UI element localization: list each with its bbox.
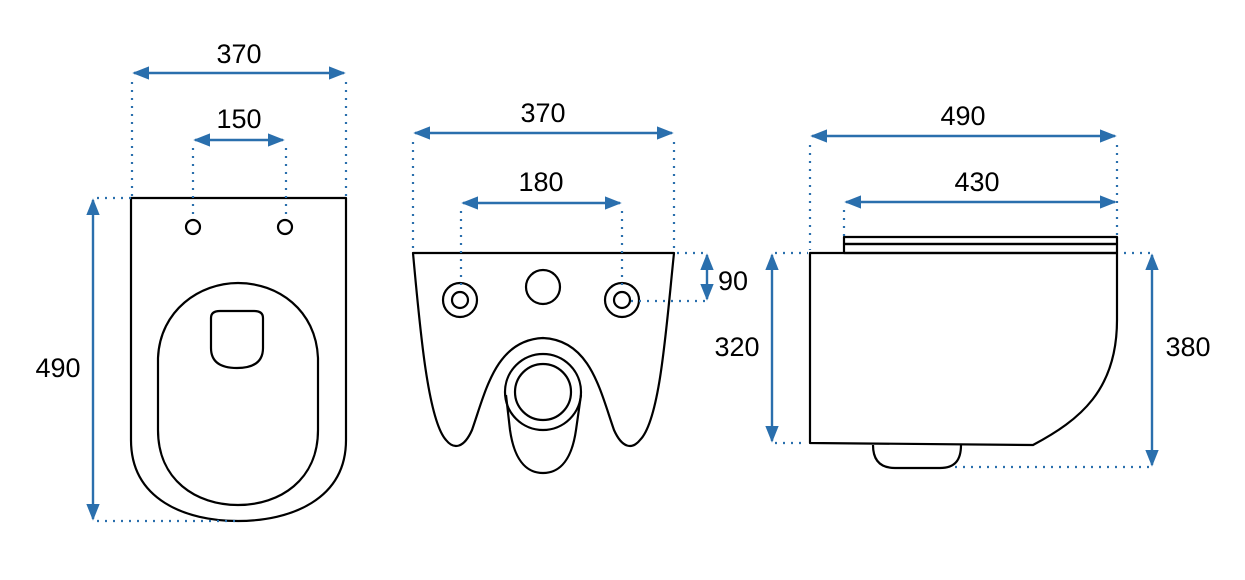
- dimension-label: 430: [954, 167, 999, 197]
- water-inlet: [524, 268, 562, 306]
- dimension-label: 320: [714, 332, 759, 362]
- side-outline: [808, 251, 1119, 447]
- dimension-label: 380: [1165, 332, 1210, 362]
- dimension-label: 180: [518, 167, 563, 197]
- dimension-label: 370: [520, 98, 565, 128]
- dimension-label: 490: [35, 353, 80, 383]
- seat: [842, 242, 1119, 255]
- rear-outline: [411, 251, 676, 448]
- lid-hinge: [209, 309, 265, 370]
- rear-view: 370 180 90: [411, 98, 748, 475]
- dimension-label: 490: [940, 101, 985, 131]
- dimension-label: 90: [718, 266, 748, 296]
- seat-outline: [156, 281, 320, 507]
- bolt-ring-left: [441, 281, 479, 319]
- bowl-outline: [129, 196, 348, 523]
- mounting-hole-left: [184, 218, 202, 236]
- outlet-outer: [503, 352, 583, 432]
- outlet-inner: [513, 362, 573, 422]
- mounting-hole-right: [276, 218, 294, 236]
- dimension-label: 370: [216, 39, 261, 69]
- dimension-label: 150: [216, 104, 261, 134]
- bolt-ring-right: [603, 281, 641, 319]
- top-view: 370 150 490: [35, 39, 348, 523]
- outlet-spigot: [871, 444, 963, 470]
- side-view: 490 430 320 380: [714, 101, 1211, 470]
- outlet-trap: [504, 394, 583, 475]
